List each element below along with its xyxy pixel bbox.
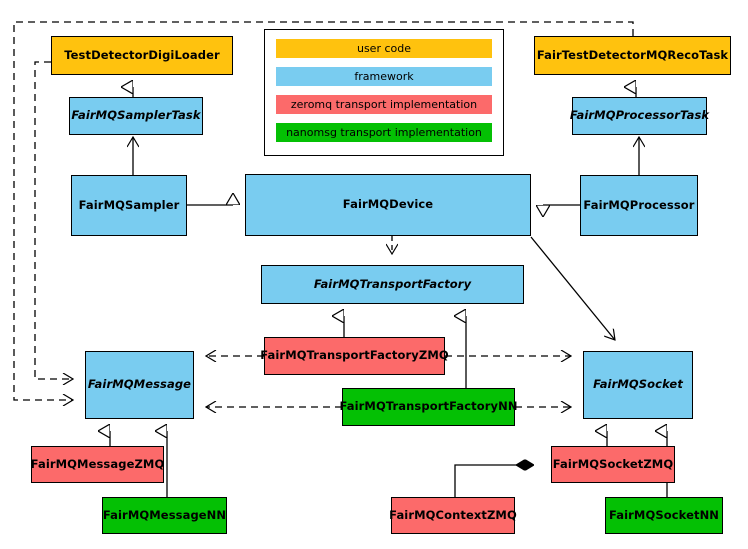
- class-box-fairmqsampler[interactable]: FairMQSampler: [71, 175, 187, 236]
- class-box-fairtestdetectormqrecotask[interactable]: FairTestDetectorMQRecoTask: [534, 36, 731, 75]
- class-box-testdetectordigiloader[interactable]: TestDetectorDigiLoader: [51, 36, 233, 75]
- class-box-fairmqcontextzmq[interactable]: FairMQContextZMQ: [389, 497, 517, 534]
- class-box-fairmqprocessor[interactable]: FairMQProcessor: [580, 175, 698, 236]
- class-box-fairmqdevice[interactable]: FairMQDevice: [245, 174, 531, 236]
- legend-item-framework: framework: [276, 67, 492, 86]
- class-box-fairmqtransportfactorynn[interactable]: FairMQTransportFactoryNN: [339, 388, 517, 426]
- class-box-fairmqsamplertask[interactable]: FairMQSamplerTask: [69, 97, 203, 135]
- class-box-fairmqmessage[interactable]: FairMQMessage: [85, 351, 194, 419]
- legend-panel: user code framework zeromq transport imp…: [264, 29, 504, 156]
- edge-digiloader-to-message: [34, 61, 73, 379]
- class-box-fairmqsocket[interactable]: FairMQSocket: [583, 351, 693, 419]
- class-box-fairmqtransportfactoryzmq[interactable]: FairMQTransportFactoryZMQ: [260, 337, 449, 375]
- class-box-fairmqprocessortask[interactable]: FairMQProcessorTask: [570, 97, 709, 135]
- edge-contextzmq-to-socketzmq: [454, 465, 533, 497]
- class-box-fairmqsocketzmq[interactable]: FairMQSocketZMQ: [551, 446, 675, 483]
- class-box-fairmqsocketnn[interactable]: FairMQSocketNN: [605, 497, 723, 534]
- legend-item-nanomsg: nanomsg transport implementation: [276, 123, 492, 142]
- class-box-fairmqtransportfactory[interactable]: FairMQTransportFactory: [261, 265, 524, 304]
- legend-item-user-code: user code: [276, 39, 492, 58]
- edge-device-to-socket: [530, 236, 615, 340]
- class-box-fairmqmessagenn[interactable]: FairMQMessageNN: [102, 497, 227, 534]
- class-box-fairmqmessagezmq[interactable]: FairMQMessageZMQ: [31, 446, 164, 483]
- legend-item-zeromq: zeromq transport implementation: [276, 95, 492, 114]
